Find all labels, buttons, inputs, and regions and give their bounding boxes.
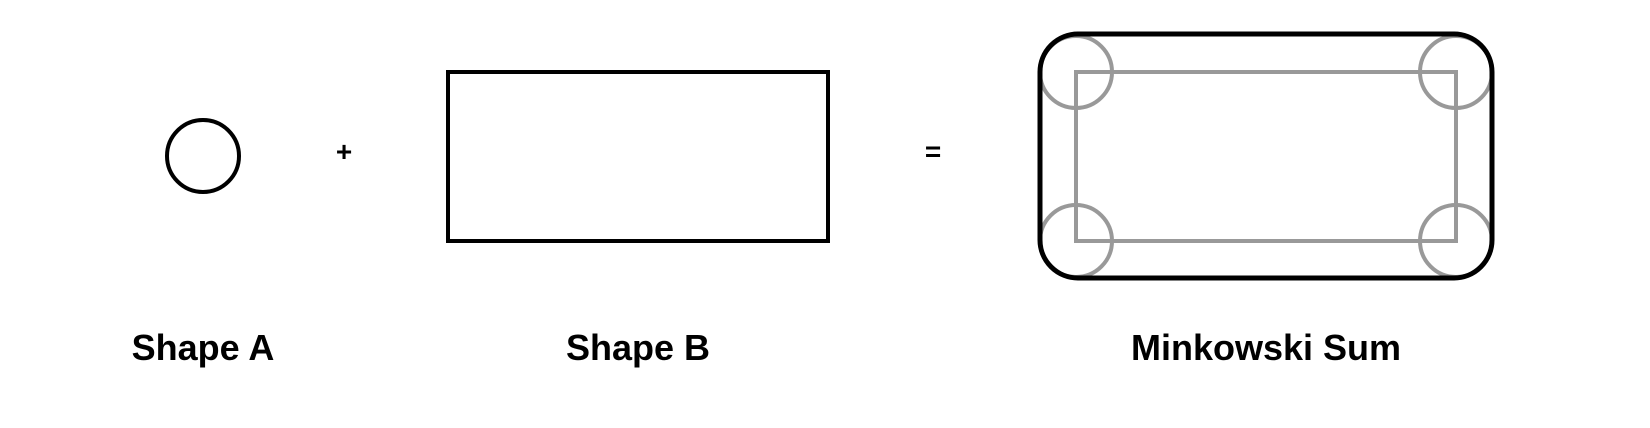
shape-a-label: Shape A bbox=[131, 327, 275, 368]
equals-operator: = bbox=[924, 136, 942, 167]
shape-a-circle bbox=[165, 118, 241, 194]
plus-operator: + bbox=[335, 136, 353, 167]
minkowski-sum-label: Minkowski Sum bbox=[1130, 327, 1402, 368]
shape-b-label: Shape B bbox=[565, 327, 711, 368]
shape-b-rectangle bbox=[446, 70, 830, 243]
construction-rectangle bbox=[1074, 70, 1458, 243]
minkowski-sum-result bbox=[1037, 31, 1495, 281]
minkowski-sum-outline bbox=[1037, 31, 1495, 281]
